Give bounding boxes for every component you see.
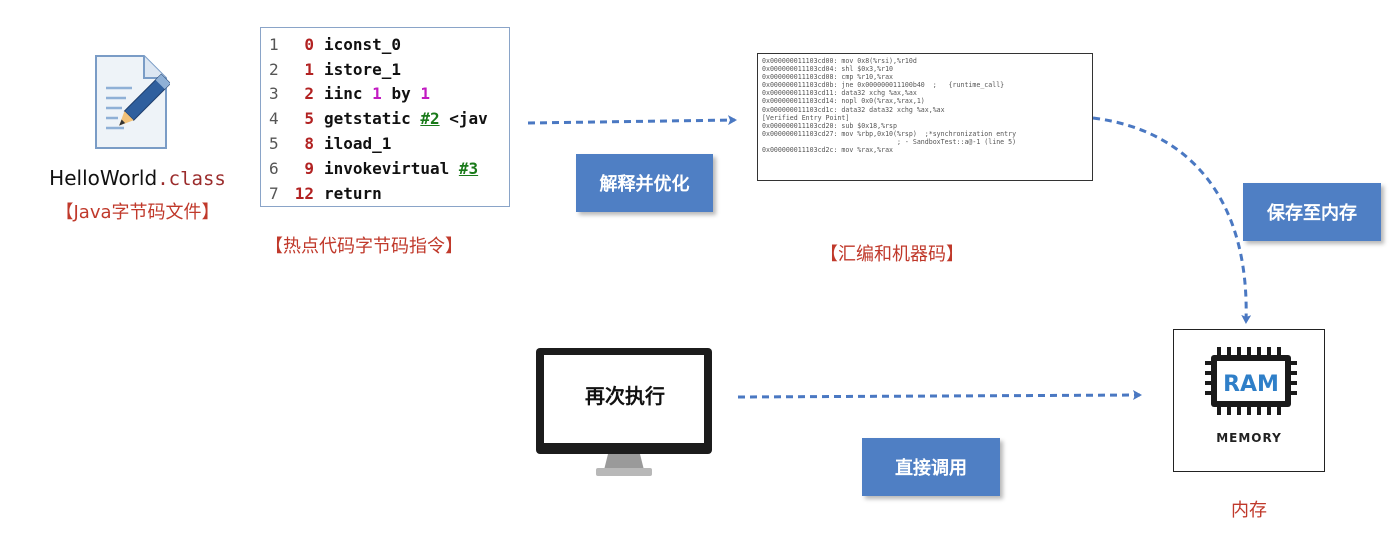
bytecode-line-number: 5	[269, 134, 279, 154]
bytecode-line: 6 9 invokevirtual #3	[269, 156, 509, 181]
bytecode-line-number: 7	[269, 183, 279, 203]
bytecode-offset: 1	[304, 59, 314, 79]
class-file-name: HelloWorld.class	[30, 166, 245, 190]
assembly-line: 0x000000011103cd11: data32 xchg %ax,%ax	[762, 89, 917, 98]
bytecode-offset: 8	[304, 134, 314, 154]
memory-label: MEMORY	[1216, 431, 1282, 445]
assembly-line: 0x000000011103cd2c: mov %rax,%rax	[762, 146, 894, 155]
assembly-line: 0x000000011103cd27: mov %rbp,0x10(%rsp) …	[762, 129, 1017, 138]
ram-chip-label: RAM	[1223, 372, 1279, 397]
bytecode-token: by	[381, 84, 421, 104]
save-to-memory-label: 保存至内存	[1243, 183, 1381, 241]
arrow-bytecode-to-assembly	[527, 115, 737, 126]
arrow-monitor-to-memory	[737, 390, 1142, 401]
bytecode-caption: 【热点代码字节码指令】	[265, 236, 463, 257]
assembly-line: 0x000000011103cd08: cmp %r10,%rax	[762, 73, 894, 82]
bytecode-token: iinc	[324, 84, 373, 104]
bytecode-token: invokevirtual	[324, 158, 459, 178]
bytecode-line: 2 1 istore_1	[269, 57, 509, 82]
bytecode-token: iconst_0	[324, 34, 402, 54]
bytecode-line-number: 2	[269, 59, 279, 79]
class-file-extension: .class	[157, 168, 226, 190]
assembly-line: [Verified Entry Point]	[762, 113, 850, 122]
bytecode-line: 1 0 iconst_0	[269, 32, 509, 57]
assembly-line: ; - SandboxTest::a@-1 (line 5)	[762, 137, 1017, 146]
assembly-line: 0x000000011103cd0b: jne 0x000000011100b4…	[762, 81, 1005, 90]
bytecode-line: 4 5 getstatic #2 <jav	[269, 106, 509, 131]
bytecode-token: <jav	[439, 109, 488, 129]
bytecode-offset: 2	[304, 84, 314, 104]
bytecode-token: 1	[372, 84, 382, 104]
bytecode-listing: 1 0 iconst_0 2 1 istore_1 3 2 iinc 1 by 1 4 5 getst…	[260, 27, 510, 207]
bytecode-offset: 5	[304, 109, 314, 129]
assembly-caption: 【汇编和机器码】	[820, 244, 964, 265]
assembly-line: 0x000000011103cd00: mov 0x8(%rsi),%r10d	[762, 57, 917, 65]
assembly-line: 0x000000011103cd14: nopl 0x0(%rax,%rax,1…	[762, 97, 925, 106]
bytecode-offset: 9	[304, 158, 314, 178]
bytecode-line: 3 2 iinc 1 by 1	[269, 82, 509, 107]
bytecode-offset: 12	[294, 183, 314, 203]
document-pencil-icon	[95, 55, 170, 149]
monitor-icon	[536, 348, 712, 476]
bytecode-token: #3	[458, 158, 479, 178]
ram-chip-icon: RAM	[1205, 347, 1297, 415]
bytecode-token: istore_1	[324, 59, 402, 79]
direct-call-label: 直接调用	[862, 438, 1000, 496]
bytecode-line: 7 12 return	[269, 181, 509, 206]
assembly-line: 0x000000011103cd20: sub $0x18,%rsp	[762, 121, 897, 130]
bytecode-line-number: 1	[269, 34, 279, 54]
bytecode-token: iload_1	[324, 134, 392, 154]
bytecode-offset: 0	[304, 34, 314, 54]
memory-caption: 内存	[1231, 500, 1267, 521]
arrow-assembly-to-memory	[1092, 116, 1252, 324]
bytecode-line-number: 4	[269, 109, 279, 129]
assembly-line: 0x000000011103cd1c: data32 data32 xchg %…	[762, 105, 945, 114]
class-file-basename: HelloWorld	[49, 166, 158, 190]
bytecode-line: 5 8 iload_1	[269, 131, 509, 156]
assembly-line: 0x000000011103cd04: shl $0x3,%r10	[762, 65, 894, 74]
bytecode-token: #2	[420, 109, 440, 129]
interpret-optimize-label: 解释并优化	[576, 154, 713, 212]
class-file-caption: 【Java字节码文件】	[55, 202, 220, 223]
bytecode-token: return	[324, 183, 382, 203]
bytecode-line-number: 6	[269, 158, 279, 178]
bytecode-token: getstatic	[324, 109, 421, 129]
bytecode-line-number: 3	[269, 84, 279, 104]
execute-again-label: 再次执行	[585, 384, 665, 408]
bytecode-token: 1	[420, 84, 430, 104]
